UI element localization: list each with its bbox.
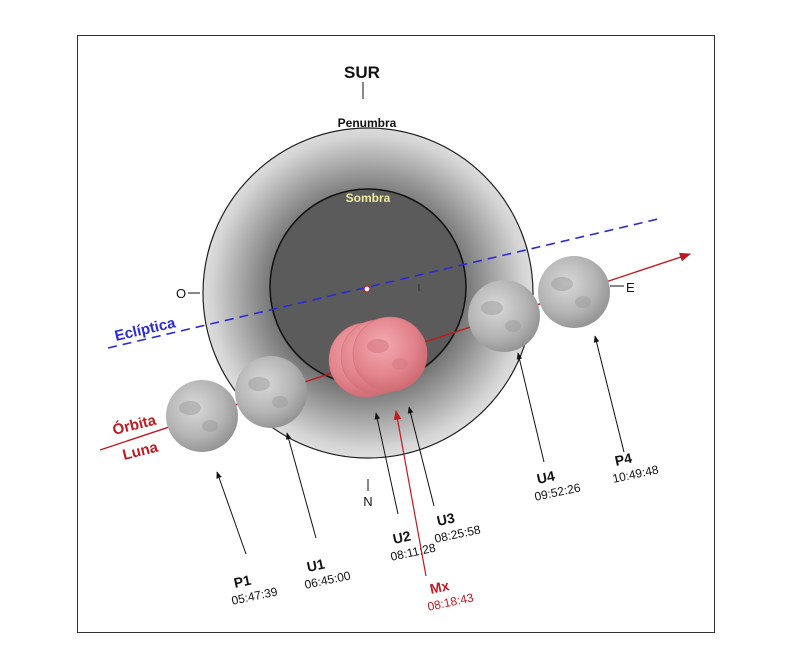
pointer-p4: [593, 335, 625, 453]
pointer-u4: [516, 352, 545, 463]
contact-code: P4: [613, 450, 633, 469]
contact-code: U1: [305, 556, 326, 575]
west-label: O: [176, 286, 186, 301]
moon-p1: [166, 380, 238, 452]
pointer-p1: [216, 471, 247, 555]
ecliptic-line: [107, 218, 659, 349]
contact-p4: P4 10:49:48: [611, 450, 660, 486]
pointer-u1: [285, 432, 317, 539]
pointer-u3: [407, 406, 435, 507]
contact-u1: U1 06:45:00: [303, 556, 352, 592]
moon-u3: [352, 316, 428, 392]
pointer-u2: [374, 412, 399, 515]
contact-u3: U3 08:25:58: [433, 510, 482, 546]
south-label: SUR: [344, 63, 380, 82]
contact-code: Mx: [428, 577, 451, 597]
contact-p1: P1 05:47:39: [230, 572, 279, 608]
moon-u4: [468, 280, 540, 352]
contact-u4: U4 09:52:26: [533, 468, 582, 504]
east-label: E: [626, 280, 635, 295]
diagram-frame: SUR N O E Penumbra Sombra Eclíptica Órbi…: [77, 35, 715, 633]
ecliptic-label: Eclíptica: [113, 314, 178, 345]
contact-code: U2: [391, 528, 412, 547]
orbit-label-line2: Luna: [121, 439, 161, 464]
orbit-label-line1: Órbita: [111, 411, 159, 439]
penumbra-label: Penumbra: [338, 116, 397, 130]
contact-code: U4: [535, 468, 556, 487]
north-label: N: [363, 494, 372, 509]
pointer-mx: [393, 410, 427, 577]
contact-code: P1: [232, 572, 252, 591]
contact-code: U3: [435, 510, 456, 529]
center-marker: [363, 285, 371, 293]
lunar-eclipse-diagram: SUR N O E Penumbra Sombra Eclíptica Órbi…: [99, 63, 692, 614]
moon-p4: [538, 256, 610, 328]
umbra-label: Sombra: [346, 191, 391, 205]
contact-u2: U2 08:11:28: [389, 528, 437, 564]
contact-mx: Mx 08:18:43: [426, 577, 475, 614]
moon-u1: [235, 356, 307, 428]
